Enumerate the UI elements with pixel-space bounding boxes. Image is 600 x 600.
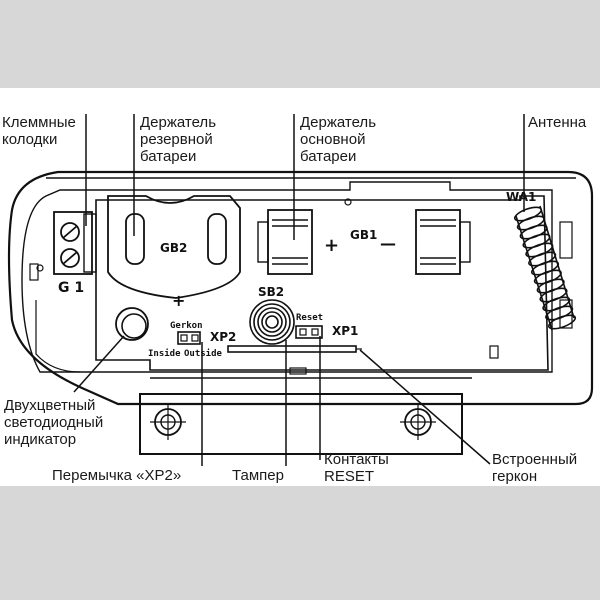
leader-lines <box>73 114 525 466</box>
label-led-line-1: Двухцветный <box>4 397 95 414</box>
label-backup-battery-holder: Держатель резервной батареи <box>140 114 220 165</box>
mounting-bracket <box>139 393 463 455</box>
tamper-ring <box>253 303 291 341</box>
tamper-button: SB2 <box>249 285 295 345</box>
tamper-ring <box>265 315 279 329</box>
label-main-battery-line-3: батареи <box>300 148 356 165</box>
antenna-coil-turn <box>547 314 577 330</box>
pcb-mark-wa1: WA1 <box>506 190 536 204</box>
label-reed-line-2: геркон <box>492 468 537 485</box>
diagram-panel <box>0 88 600 486</box>
label-reed-line-1: Встроенный <box>492 451 577 468</box>
pcb-mark-g1: G 1 <box>58 280 84 296</box>
label-jumper-xp2: Перемычка «XP2» <box>52 467 181 484</box>
label-tamper: Тампер <box>232 467 284 484</box>
pcb-mark-outside: Outside <box>184 348 223 359</box>
label-led-line-3: индикатор <box>4 431 76 448</box>
label-led-indicator: Двухцветный светодиодный индикатор <box>4 397 107 448</box>
pcb-mark-gb1-minus: — <box>380 234 396 253</box>
label-backup-battery-line-2: резервной <box>140 131 213 148</box>
label-terminal-blocks: Клеммные колодки <box>2 114 80 148</box>
label-antenna: Антенна <box>528 114 587 131</box>
pcb-mark-xp2: XP2 <box>210 330 236 344</box>
terminal-block: G 1 <box>53 211 97 296</box>
pcb-mark-sb2: SB2 <box>258 285 284 299</box>
antenna-coil-turns <box>513 206 577 330</box>
label-reset-line-1: Контакты <box>324 451 389 468</box>
pcb-mark-gerkon: Gerkon <box>170 321 203 331</box>
pcb-mark-gb2: GB2 <box>160 241 187 255</box>
label-reset-contacts: Контакты RESET <box>324 451 393 485</box>
pcb-mark-reset: Reset <box>296 313 323 323</box>
label-led-line-2: светодиодный <box>4 414 103 431</box>
pcb-mark-gb2-plus: + <box>172 291 185 310</box>
label-reed-switch: Встроенный геркон <box>492 451 581 485</box>
leader-led <box>73 335 125 393</box>
pcb-mark-inside: Inside <box>148 348 181 359</box>
pcb-mark-gb1-plus: + <box>324 235 339 256</box>
pcb-board <box>95 195 549 371</box>
label-terminal-blocks-line-1: Клеммные <box>2 114 76 131</box>
label-backup-battery-line-1: Держатель <box>140 114 216 131</box>
label-main-battery-holder: Держатель основной батареи <box>300 114 380 165</box>
label-backup-battery-line-3: батареи <box>140 148 196 165</box>
tamper-rings <box>249 299 295 345</box>
battery-clip-left <box>257 209 313 275</box>
main-battery-holder: + GB1 — <box>257 209 471 275</box>
reed-switch <box>227 345 362 353</box>
reset-contacts-xp1: Reset XP1 <box>295 313 358 339</box>
led-indicator <box>115 307 149 341</box>
battery-clip-right <box>415 209 471 275</box>
leader-reed <box>359 349 491 465</box>
tamper-ring <box>257 307 287 337</box>
label-terminal-blocks-line-2: колодки <box>2 131 57 148</box>
label-main-battery-line-2: основной <box>300 131 365 148</box>
pcb-mark-xp1: XP1 <box>332 324 358 338</box>
callout-labels: Клеммные колодки Держатель резервной бат… <box>2 114 587 485</box>
tamper-ring <box>261 311 283 333</box>
label-main-battery-line-1: Держатель <box>300 114 376 131</box>
pcb-mark-gb1: GB1 <box>350 228 377 242</box>
antenna-coil: WA1 <box>506 190 577 331</box>
label-reset-line-2: RESET <box>324 468 374 485</box>
jumper-xp2: Gerkon XP2 Inside Outside <box>148 321 236 359</box>
tamper-ring <box>249 299 295 345</box>
backup-battery-holder: GB2 + <box>107 195 241 310</box>
